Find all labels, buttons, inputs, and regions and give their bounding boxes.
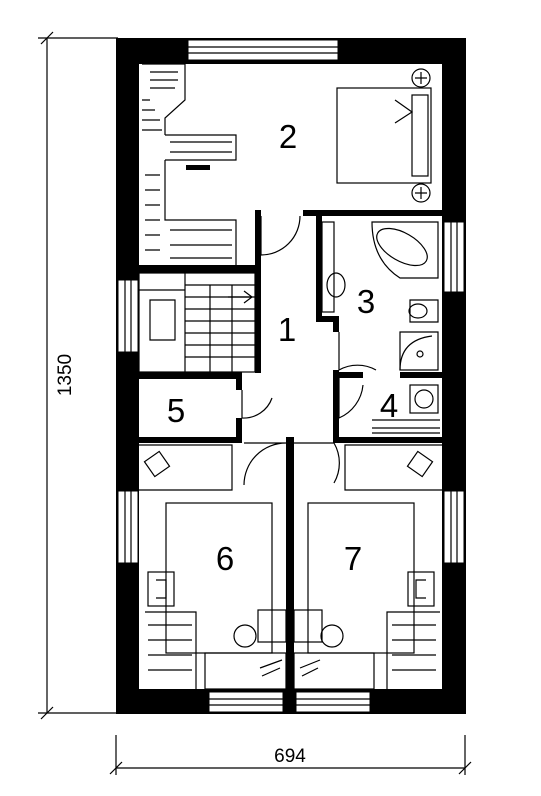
room-label-6: 6 xyxy=(216,540,234,577)
room-label-2: 2 xyxy=(279,118,297,155)
bathroom-fixtures xyxy=(321,221,439,371)
bedroom-7-furniture xyxy=(293,444,442,690)
utility-fixtures xyxy=(372,384,440,434)
height-dimension: 1350 xyxy=(38,31,118,720)
walk-in-closet xyxy=(142,63,237,265)
room-label-5: 5 xyxy=(167,392,185,429)
room-label-1: 1 xyxy=(278,311,296,348)
double-bed xyxy=(336,68,432,203)
height-dimension-label: 1350 xyxy=(55,354,76,396)
interior-walls xyxy=(139,210,442,714)
room-label-4: 4 xyxy=(380,387,398,424)
room-label-3: 3 xyxy=(357,283,375,320)
windows xyxy=(117,39,465,713)
staircase xyxy=(138,272,256,373)
room-label-7: 7 xyxy=(344,540,362,577)
width-dimension: 694 xyxy=(109,735,472,775)
width-dimension-label: 694 xyxy=(274,746,306,767)
doors xyxy=(241,215,377,486)
bedroom-6-furniture xyxy=(139,444,287,690)
